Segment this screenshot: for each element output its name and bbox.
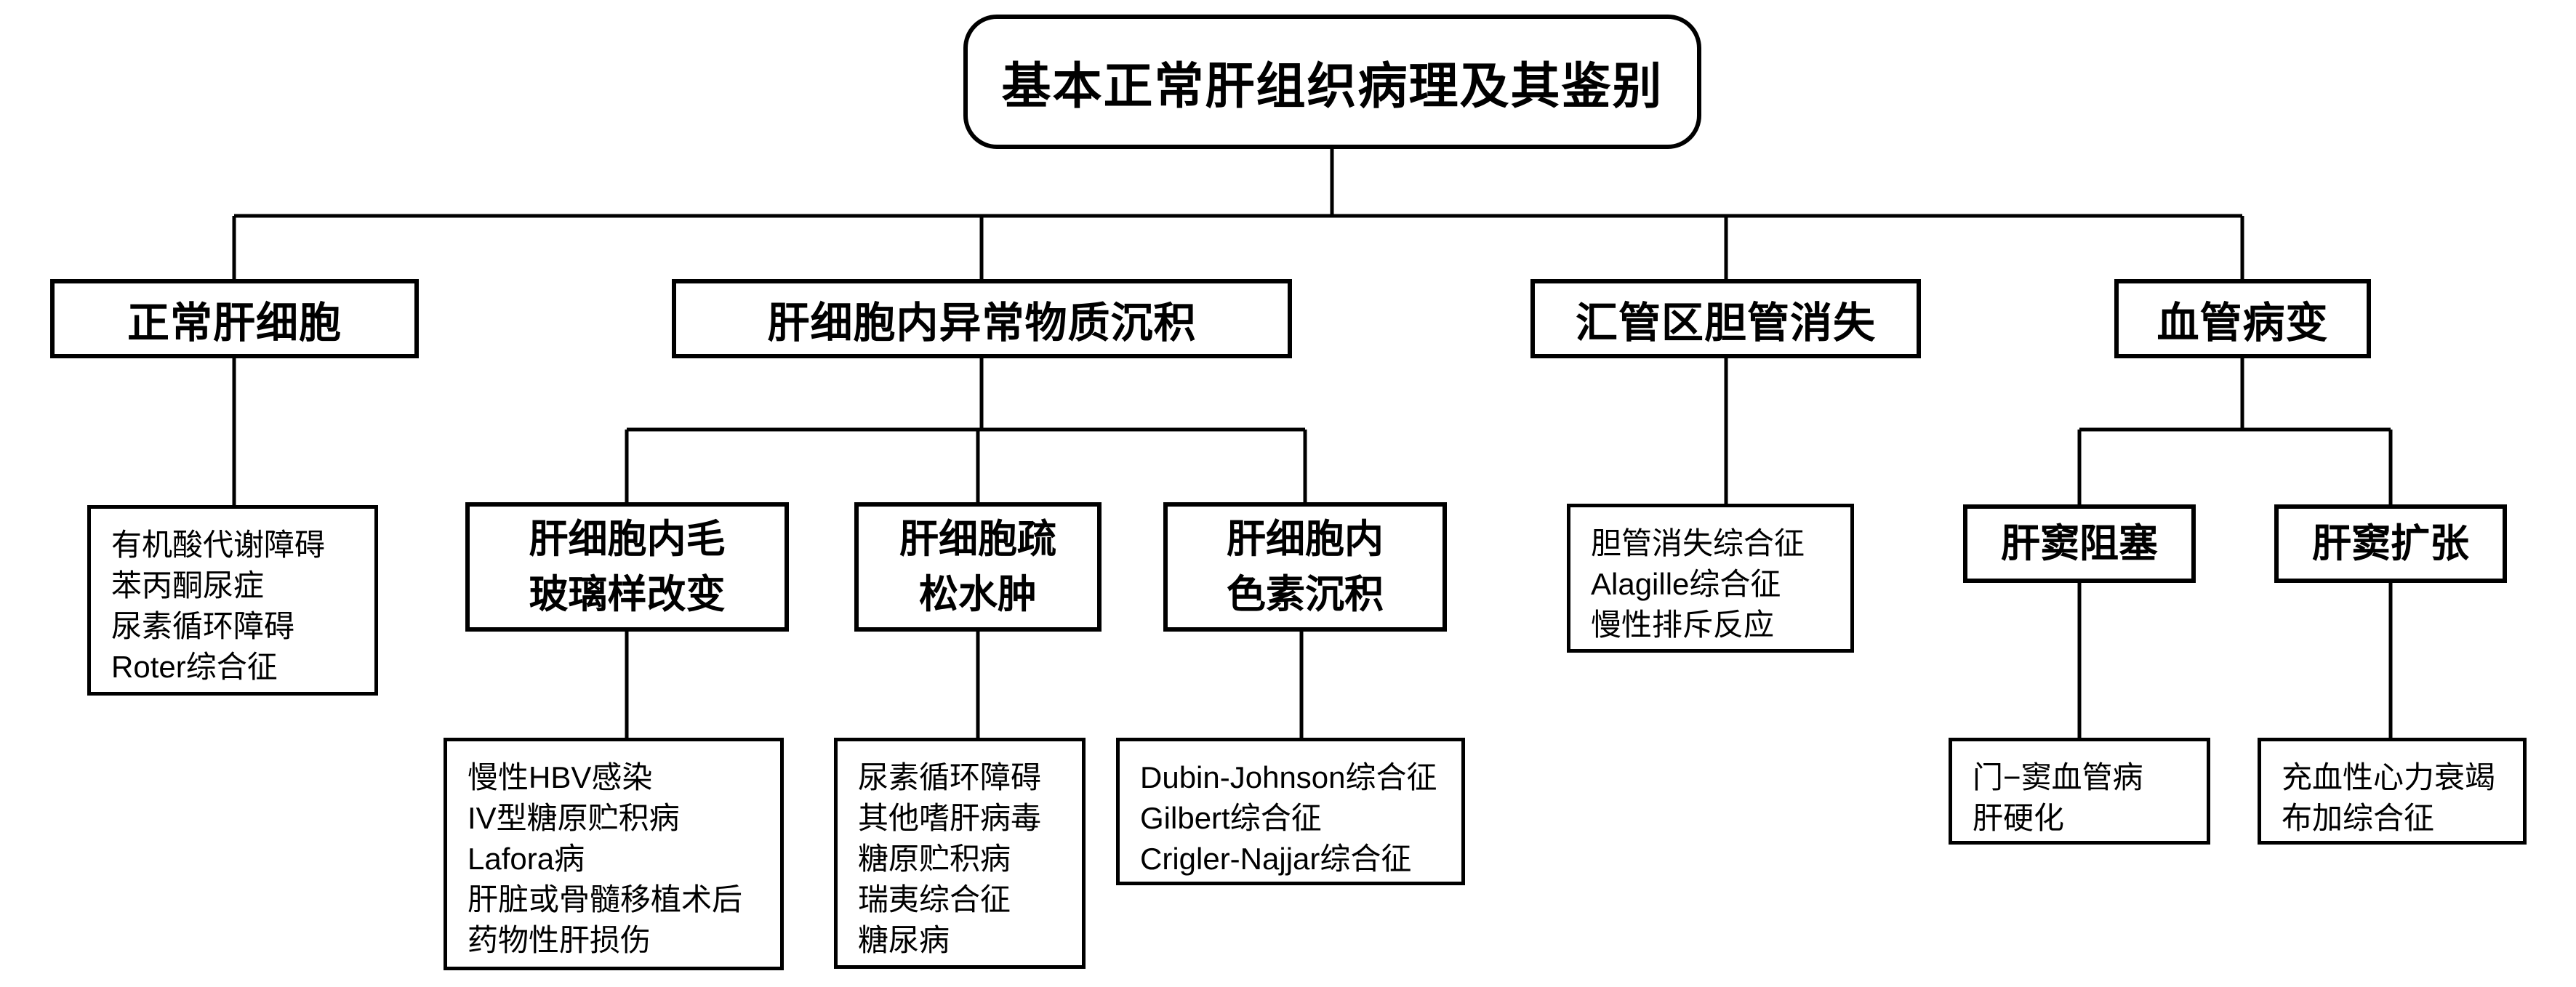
node-label-line: 色素沉积: [1227, 573, 1384, 616]
node-label-line: 肝细胞疏: [899, 517, 1056, 561]
list-item: 糖尿病: [858, 923, 950, 957]
list-pigment-deposit: Dubin-Johnson综合征 Gilbert综合征 Crigler-Najj…: [1116, 738, 1465, 885]
list-item: 苯丙酮尿症: [111, 568, 265, 603]
list-hepatocyte-ballooning: 尿素循环障碍 其他嗜肝病毒 糖原贮积病 瑞夷综合征 糖尿病: [834, 738, 1086, 969]
node-label: 正常肝细胞: [127, 299, 342, 347]
list-item: 充血性心力衰竭: [2282, 760, 2496, 794]
list-item: 其他嗜肝病毒: [858, 801, 1042, 835]
list-item: 慢性排斥反应: [1591, 608, 1775, 642]
list-item: 尿素循环障碍: [858, 760, 1042, 794]
node-label: 肝窦阻塞: [2001, 522, 2158, 565]
node-label: 血管病变: [2156, 299, 2329, 347]
list-normal-hepatocyte: 有机酸代谢障碍 苯丙酮尿症 尿素循环障碍 Roter综合征: [87, 505, 378, 696]
list-item: Gilbert综合征: [1140, 801, 1322, 835]
node-label-line: 肝细胞内: [1227, 517, 1384, 561]
list-bile-duct-loss: 胆管消失综合征 Alagille综合征 慢性排斥反应: [1567, 504, 1854, 653]
list-item: 胆管消失综合征: [1591, 526, 1805, 560]
node-normal-hepatocyte: 正常肝细胞: [50, 279, 419, 358]
list-item: 糖原贮积病: [858, 842, 1011, 876]
node-label: 汇管区胆管消失: [1575, 299, 1876, 347]
list-item: 肝硬化: [1973, 801, 2065, 835]
node-sinusoidal-dilatation: 肝窦扩张: [2274, 504, 2507, 583]
node-label-line: 肝细胞内毛: [529, 517, 726, 561]
node-sinusoidal-obstruction: 肝窦阻塞: [1963, 504, 2196, 583]
list-item: 有机酸代谢障碍: [111, 528, 326, 562]
list-item: Lafora病: [468, 842, 585, 876]
node-label-line: 松水肿: [919, 573, 1037, 616]
list-item: 药物性肝损伤: [468, 923, 651, 957]
list-item: 瑞夷综合征: [858, 882, 1011, 916]
node-pigment-deposit: 肝细胞内 色素沉积: [1163, 502, 1447, 632]
list-sinusoidal-dilatation: 充血性心力衰竭 布加综合征: [2258, 738, 2527, 845]
root-label: 基本正常肝组织病理及其鉴别: [1001, 59, 1664, 114]
list-item: 慢性HBV感染: [468, 760, 653, 794]
list-ground-glass-change: 慢性HBV感染 IV型糖原贮积病 Lafora病 肝脏或骨髓移植术后 药物性肝损…: [444, 738, 784, 970]
node-abnormal-substance-deposit: 肝细胞内异常物质沉积: [672, 279, 1292, 358]
list-sinusoidal-obstruction: 门−窦血管病 肝硬化: [1949, 738, 2210, 845]
list-item: Alagille综合征: [1591, 567, 1781, 601]
list-item: 门−窦血管病: [1973, 760, 2143, 794]
root-node-title: 基本正常肝组织病理及其鉴别: [963, 15, 1701, 149]
list-item: Crigler-Najjar综合征: [1140, 842, 1412, 876]
node-label-line: 玻璃样改变: [529, 573, 726, 616]
node-portal-bile-duct-loss: 汇管区胆管消失: [1530, 279, 1921, 358]
list-item: IV型糖原贮积病: [468, 801, 680, 835]
node-vascular-lesion: 血管病变: [2114, 279, 2371, 358]
node-hepatocyte-ballooning: 肝细胞疏 松水肿: [854, 502, 1102, 632]
list-item: 肝脏或骨髓移植术后: [468, 882, 743, 916]
list-item: 尿素循环障碍: [111, 609, 295, 643]
node-label: 肝细胞内异常物质沉积: [767, 299, 1197, 347]
list-item: Roter综合征: [111, 650, 278, 684]
node-ground-glass-change: 肝细胞内毛 玻璃样改变: [465, 502, 789, 632]
list-item: Dubin-Johnson综合征: [1140, 760, 1437, 794]
list-item: 布加综合征: [2282, 801, 2435, 835]
node-label: 肝窦扩张: [2312, 522, 2469, 565]
